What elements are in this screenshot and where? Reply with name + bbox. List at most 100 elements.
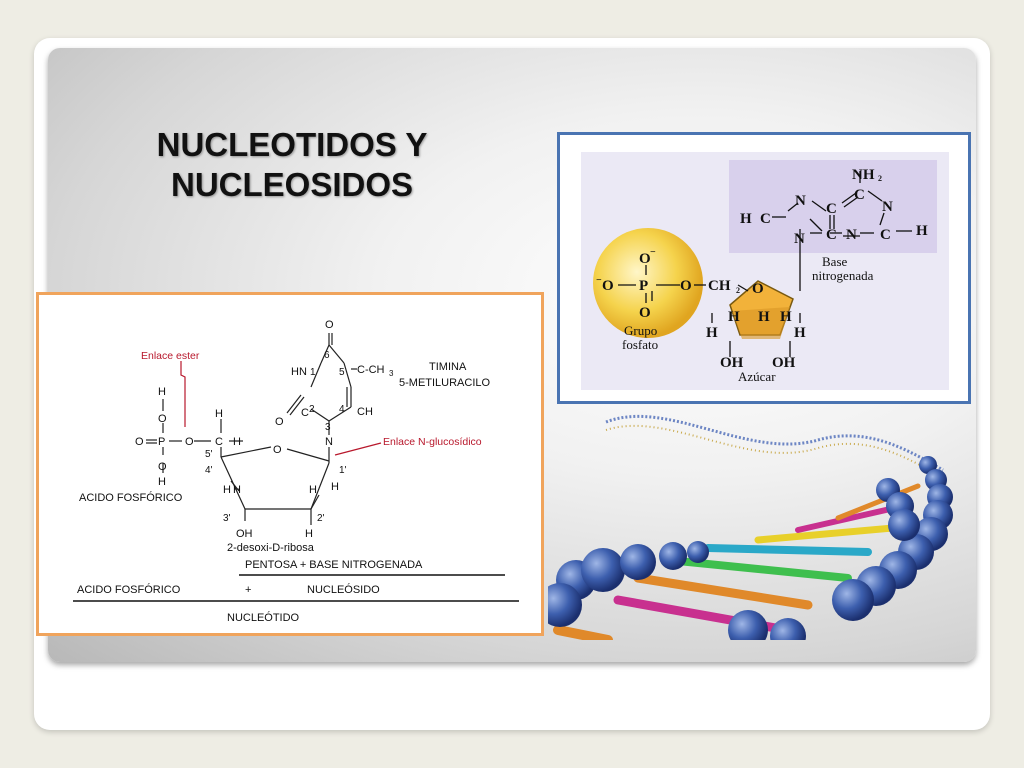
atom-p: P: [639, 278, 648, 294]
atom-c5: C: [826, 201, 837, 217]
atom-c6: C: [854, 187, 865, 203]
title-line-1: NUCLEOTIDOS Y: [156, 126, 428, 163]
atom-n-glyc: N: [325, 436, 333, 448]
atom-o-bridge: O: [680, 278, 692, 294]
structure-bonds: [146, 333, 357, 525]
sugar-ring-shadow: [732, 307, 790, 339]
atom-h-5: H: [794, 325, 806, 341]
atom-h-1: H: [728, 309, 740, 325]
atom-h-c4: H: [223, 484, 231, 496]
atom-ch3-sub: 3: [389, 369, 394, 378]
atom-ch2-sub: 2: [736, 286, 740, 295]
atom-o-left: O: [602, 278, 614, 294]
atom-n7: N: [795, 193, 806, 209]
label-2prime: 2': [317, 513, 325, 524]
dna-helix-image: [548, 414, 953, 640]
atom-oh-c3: OH: [236, 528, 253, 540]
atom-nh2-sub: 2: [878, 174, 882, 183]
num-2: 2: [309, 404, 315, 415]
label-acido-fosforico: ACIDO FOSFÓRICO: [79, 491, 183, 504]
adenine-nucleotide-figure: O − O − P O O CH 2 O H H H H H OH OH NH …: [557, 132, 971, 404]
num-3: 3: [325, 422, 331, 433]
atom-h-top: H: [158, 386, 166, 398]
label-pentosa-base: PENTOSA + BASE NITROGENADA: [245, 559, 423, 571]
atom-o-top: O: [639, 251, 651, 267]
label-timina: TIMINA: [429, 361, 467, 373]
equation-rules: [73, 574, 519, 602]
atom-oh-2: OH: [772, 355, 796, 371]
label-1prime: 1': [339, 465, 347, 476]
adenine-diagram: O − O − P O O CH 2 O H H H H H OH OH NH …: [593, 160, 937, 384]
atom-o-double: O: [135, 436, 144, 448]
atom-nh2: NH: [852, 167, 875, 183]
helix-backbone: [548, 456, 953, 640]
atom-p: P: [158, 436, 165, 448]
base-region: [729, 160, 937, 253]
label-enlace-n: Enlace N-glucosídico: [383, 436, 482, 448]
atom-o-2: O: [185, 436, 194, 448]
label-enlace-ester: Enlace ester: [141, 350, 200, 362]
num-1: 1: [310, 367, 316, 378]
atom-o-c6: O: [325, 319, 334, 331]
label-nucleotido: NUCLEÓTIDO: [227, 611, 300, 624]
charge-o-top: −: [650, 247, 656, 258]
num-5: 5: [339, 367, 345, 378]
label-base: Base: [822, 254, 848, 269]
atom-h-3: H: [780, 309, 792, 325]
num-4: 4: [339, 404, 345, 415]
helix-ribbon: [605, 414, 944, 479]
atom-c2: C: [301, 407, 309, 419]
atom-hn: HN: [291, 366, 307, 378]
atom-h-2: H: [758, 309, 770, 325]
atom-o-c2: O: [275, 416, 284, 428]
helix-rungs: [553, 483, 921, 640]
label-nucleosido: NUCLEÓSIDO: [307, 583, 380, 596]
atom-h-c8: H: [740, 211, 752, 227]
atom-o-ring: O: [273, 444, 282, 456]
atom-c2: C: [880, 227, 891, 243]
atom-c-ch3: C-CH: [357, 364, 385, 376]
atom-o-3: O: [158, 461, 167, 473]
atom-h-c2: H: [916, 223, 928, 239]
atom-c8: C: [760, 211, 771, 227]
title-line-2: NUCLEOSIDOS: [170, 166, 414, 203]
label-acido-fosforico-2: ACIDO FOSFÓRICO: [77, 583, 181, 596]
label-grupo: Grupo: [624, 323, 657, 338]
atom-o-1: O: [158, 413, 167, 425]
atom-n9: N: [794, 231, 805, 247]
atom-h-c5b: H: [233, 436, 241, 448]
atom-h-bottom: H: [158, 476, 166, 488]
atom-n1: N: [882, 199, 893, 215]
label-5prime: 5': [205, 449, 213, 460]
atom-h-c1: H: [331, 481, 339, 493]
label-desoxirribosa: 2-desoxi-D-ribosa: [227, 542, 315, 554]
label-nitrogenada: nitrogenada: [812, 268, 874, 283]
atom-c4: C: [826, 227, 837, 243]
slide-title: NUCLEOTIDOS Y NUCLEOSIDOS: [92, 125, 492, 205]
adenine-bonds: [618, 171, 912, 357]
atom-h-c2a: H: [309, 484, 317, 496]
label-metiluracilo: 5-METILURACILO: [399, 377, 491, 389]
atom-n3: N: [846, 227, 857, 243]
atom-h-c4b: H: [233, 484, 241, 496]
num-6: 6: [324, 350, 330, 361]
label-4prime: 4': [205, 465, 213, 476]
atom-ch: CH: [357, 406, 373, 418]
label-fosfato: fosfato: [622, 337, 658, 352]
label-azucar: Azúcar: [738, 369, 776, 384]
atom-h-4: H: [706, 325, 718, 341]
atom-o-bottom: O: [639, 305, 651, 321]
atom-oh-1: OH: [720, 355, 744, 371]
atom-o-ring: O: [752, 281, 764, 297]
label-plus: +: [245, 584, 251, 596]
nucleotide-structure-figure: H O O P O O H H C H O N O 6 HN 1 5 C-CH …: [36, 292, 544, 636]
atom-h-c5: H: [215, 408, 223, 420]
charge-o-left: −: [596, 275, 602, 286]
atom-c5: C: [215, 436, 223, 448]
label-3prime: 3': [223, 513, 231, 524]
nucleotide-diagram: H O O P O O H H C H O N O 6 HN 1 5 C-CH …: [73, 319, 519, 624]
atom-h-c2b: H: [305, 528, 313, 540]
phosphate-sphere: [593, 228, 703, 338]
atom-ch2: CH: [708, 278, 731, 294]
annotation-lines: [180, 361, 382, 456]
